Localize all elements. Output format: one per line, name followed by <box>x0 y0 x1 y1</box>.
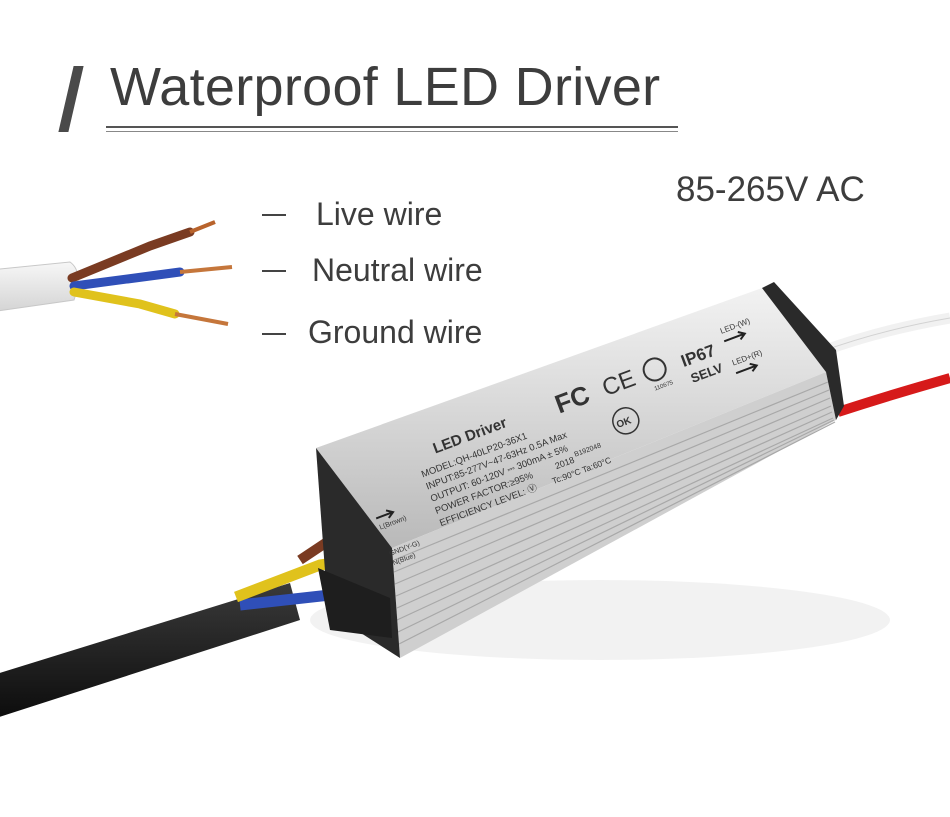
driver-housing <box>316 282 844 658</box>
black-cable <box>0 583 300 717</box>
title-underline <box>106 126 678 132</box>
live-wire-dash <box>262 214 286 216</box>
yellow-wire <box>69 287 180 319</box>
brown-wire <box>67 227 195 283</box>
page-title: Waterproof LED Driver <box>110 57 661 117</box>
white-cable <box>0 261 79 312</box>
neutral-wire-label: Neutral wire <box>312 252 483 288</box>
neutral-wire-dash <box>262 270 286 272</box>
blue-wire <box>69 267 185 291</box>
output-red-wire <box>836 373 950 417</box>
ground-wire-label: Ground wire <box>308 314 483 350</box>
voltage-label: 85-265V AC <box>676 170 865 209</box>
live-wire-label: Live wire <box>316 196 443 232</box>
label-ok: OK <box>615 415 634 431</box>
output-white-wire <box>818 312 950 358</box>
ground-wire-dash <box>262 333 286 335</box>
